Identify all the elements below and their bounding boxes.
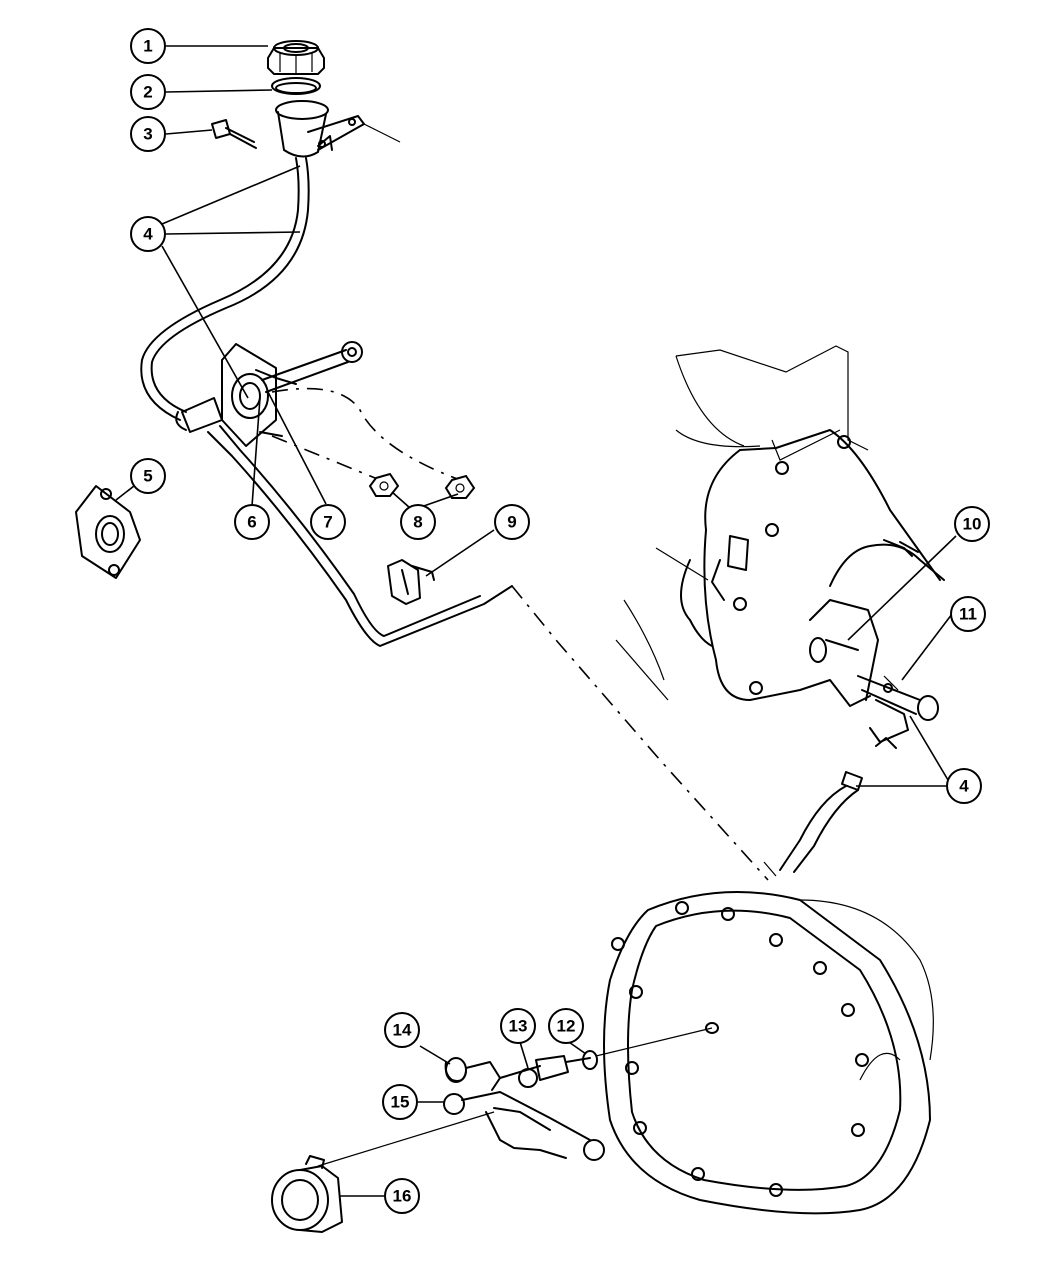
leader-lines xyxy=(115,45,957,1197)
callout-3-label: 3 xyxy=(143,125,152,144)
callout-8-label: 8 xyxy=(413,513,422,532)
clutch-reservoir xyxy=(140,100,401,421)
callout-5-label: 5 xyxy=(143,467,152,486)
callout-2: 2 xyxy=(130,74,166,110)
reservoir-cap xyxy=(267,40,325,75)
callout-1-label: 1 xyxy=(143,37,152,56)
callout-7: 7 xyxy=(310,504,346,540)
callout-15: 15 xyxy=(382,1084,418,1120)
callout-13: 13 xyxy=(500,1008,536,1044)
mounting-nut-right xyxy=(444,474,476,499)
callout-13-label: 13 xyxy=(509,1017,528,1036)
callout-16: 16 xyxy=(384,1178,420,1214)
callout-9-label: 9 xyxy=(507,513,516,532)
bell-housing xyxy=(595,891,934,1215)
reservoir-seal xyxy=(271,77,321,95)
callout-4-upper-label: 4 xyxy=(143,225,153,244)
callout-12-label: 12 xyxy=(557,1017,576,1036)
callout-2-label: 2 xyxy=(143,83,152,102)
callout-3: 3 xyxy=(130,116,166,152)
callout-7-label: 7 xyxy=(323,513,332,532)
callout-10: 10 xyxy=(954,506,990,542)
callout-5: 5 xyxy=(130,458,166,494)
callout-11-label: 11 xyxy=(959,605,977,624)
fork-assembly xyxy=(317,1050,605,1167)
callout-14-label: 14 xyxy=(393,1021,412,1040)
transmission-assembly xyxy=(615,345,945,873)
callout-16-label: 16 xyxy=(393,1187,412,1206)
callout-12: 12 xyxy=(548,1008,584,1044)
callout-8: 8 xyxy=(400,504,436,540)
callout-4-lower: 4 xyxy=(946,768,982,804)
callout-11: 11 xyxy=(950,596,986,632)
mounting-nut-left xyxy=(368,472,400,497)
retaining-clip xyxy=(387,559,435,605)
callout-1: 1 xyxy=(130,28,166,64)
cylinder-gasket xyxy=(75,485,141,579)
mounting-bolt xyxy=(211,119,257,149)
callout-4-lower-label: 4 xyxy=(959,777,969,796)
callout-15-label: 15 xyxy=(391,1093,410,1112)
master-cylinder xyxy=(175,341,461,481)
release-bearing xyxy=(271,1155,343,1233)
callout-10-label: 10 xyxy=(963,515,982,534)
hydraulic-line xyxy=(207,425,777,881)
callout-14: 14 xyxy=(384,1012,420,1048)
callout-6: 6 xyxy=(234,504,270,540)
callout-4-upper: 4 xyxy=(130,216,166,252)
callout-9: 9 xyxy=(494,504,530,540)
callout-6-label: 6 xyxy=(247,513,256,532)
